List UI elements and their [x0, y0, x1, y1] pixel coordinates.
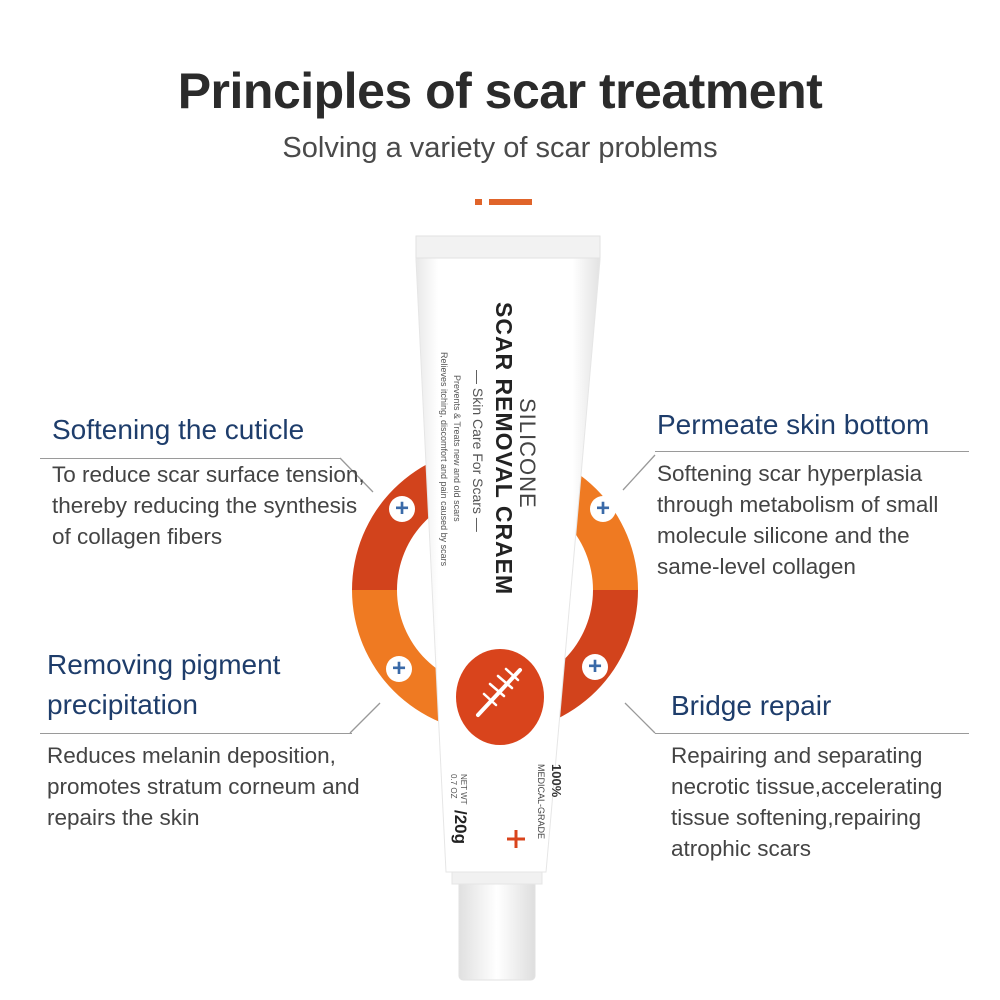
- tube-percent: 100%: [549, 764, 564, 798]
- divider: [655, 451, 969, 452]
- tube-bullet-2: Relieves itching, discomfort and pain ca…: [439, 352, 449, 567]
- tube-net-label: NET WT: [459, 774, 468, 805]
- feature-title-pigment: Removing pigment precipitation: [47, 649, 281, 720]
- page-title: Principles of scar treatment: [177, 63, 823, 119]
- plus-icon: +: [386, 656, 412, 682]
- feature-desc-pigment: Reduces melanin deposition, promotes str…: [47, 743, 360, 830]
- tube-net-oz: 0.7 OZ: [449, 774, 458, 799]
- feature-desc-bridge: Repairing and separating necrotic tissue…: [671, 743, 943, 861]
- tube-brand-line1: SILICONE: [515, 398, 540, 509]
- feature-title-bridge: Bridge repair: [671, 690, 832, 721]
- plus-icon: +: [590, 496, 616, 522]
- tube-brand-line2: SCAR REMOVAL CRAEM: [491, 302, 517, 596]
- feature-desc-permeate: Softening scar hyperplasia through metab…: [657, 461, 939, 579]
- tube-cap: [458, 871, 536, 981]
- divider: [655, 733, 969, 734]
- tube-bullet-1: Prevents & Treats new and old scars: [452, 375, 462, 522]
- decor-dot: [475, 199, 482, 205]
- plus-icon: +: [389, 496, 415, 522]
- tube-net-grams: /20g: [451, 810, 470, 845]
- page-subtitle: Solving a variety of scar problems: [282, 132, 718, 164]
- scar-icon: [456, 649, 544, 745]
- divider: [40, 458, 340, 459]
- decor-bar: [489, 199, 532, 205]
- plus-icon: +: [582, 654, 608, 680]
- tube-tagline: — Skin Care For Scars —: [470, 370, 486, 532]
- feature-desc-softening: To reduce scar surface tension, thereby …: [52, 462, 365, 549]
- feature-title-softening: Softening the cuticle: [52, 414, 305, 445]
- feature-title-permeate: Permeate skin bottom: [657, 409, 930, 440]
- divider: [40, 733, 352, 734]
- tube-grade: MEDICAL-GRADE: [536, 764, 546, 840]
